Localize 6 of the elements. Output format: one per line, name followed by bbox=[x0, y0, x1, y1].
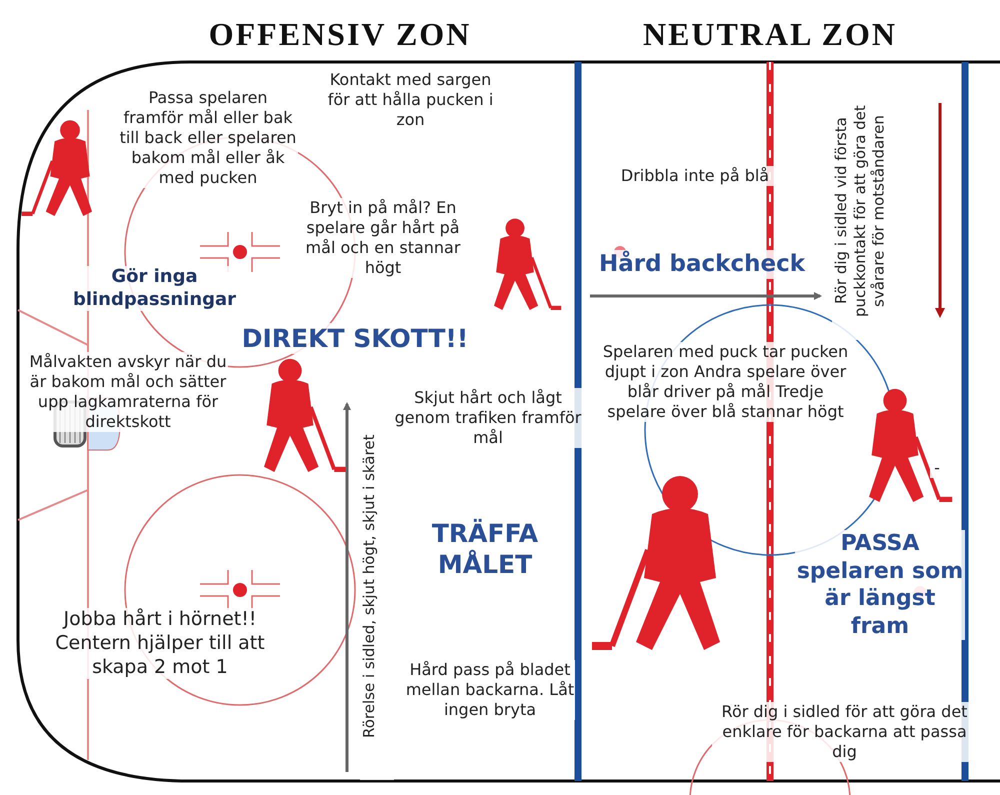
tip-text: Hård pass på bladet mellan backarna. Låt ingen bryta bbox=[405, 660, 575, 720]
tip-text: Jobba hårt i hörnet!! Centern hjälper till att skapa 2 mot 1 bbox=[55, 608, 265, 680]
tip-heading: PASSA spelaren som är längst fram bbox=[795, 530, 965, 640]
tip-text: Passa spelaren framför mål eller bak till back eller spelaren bakom mål eller åk med pucken bbox=[118, 88, 298, 188]
tip-text: Målvakten avskyr när du är bakom mål och sätter upp lagkamraterna för direktskott bbox=[28, 352, 228, 432]
tip-text: Skjut hårt och lågt genom trafiken framför mål bbox=[393, 388, 583, 448]
